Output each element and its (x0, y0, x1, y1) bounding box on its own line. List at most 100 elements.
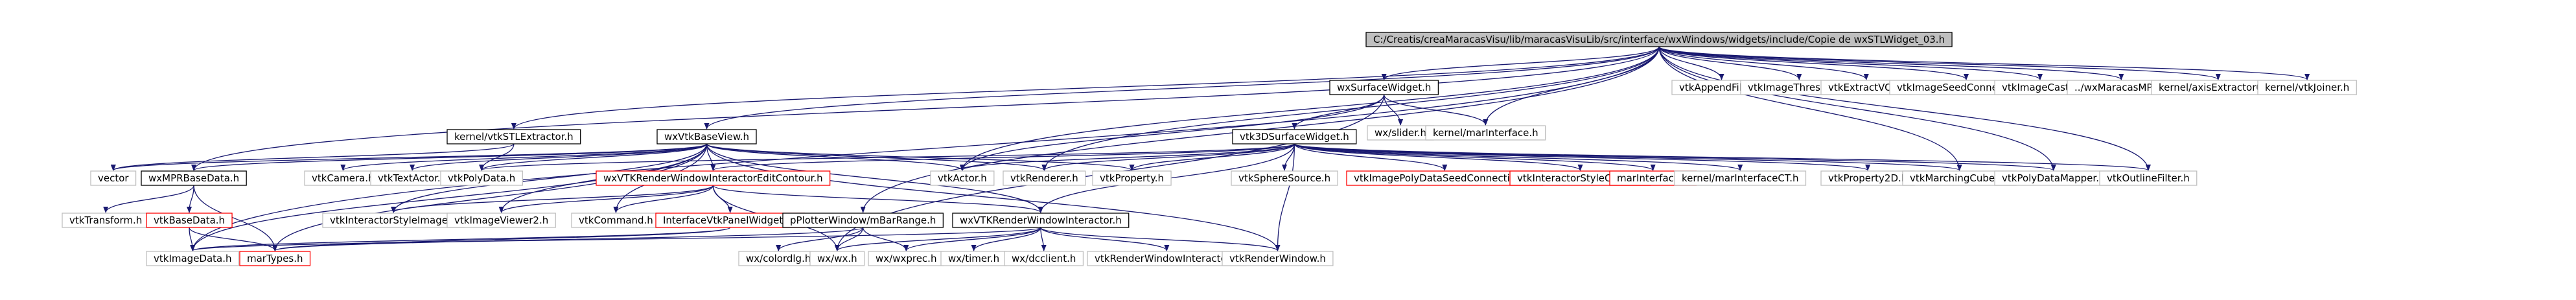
edge-root-to-wxMPRBaseData (191, 46, 1660, 171)
node-vtkinteractorstyleimage: vtkInteractorStyleImage.h (322, 213, 465, 228)
node-box (1365, 32, 1953, 47)
node-wxmprbasedata: wxMPRBaseData.h (141, 170, 247, 186)
edge-vtk3DSurfaceWidget-to-vtkActor (960, 143, 1295, 171)
node-pplotterwindow: pPlotterWindow/mBarRange.h (782, 213, 944, 228)
node-label: vtk3DSurfaceWidget.h (1240, 131, 1349, 143)
edge-wxVtkBaseView-to-vtkProperty (706, 143, 1135, 171)
edge-vtk3DSurfaceWidget-to-marInterfaceH (1294, 143, 1656, 171)
edge-vtkBaseData-to-marTypes (189, 227, 278, 251)
node-box (952, 213, 1130, 228)
node-box (596, 170, 831, 186)
nodes-layer: C:/Creatis/creaMaracasVisu/lib/maracasVi… (62, 32, 2357, 266)
edge-wxSurfaceWidget-to-wxslider (1384, 94, 1404, 126)
edge-wxMPRBaseData-to-vtkTransform (103, 185, 194, 213)
node-vtkimageviewer2: vtkImageViewer2.h (447, 213, 556, 228)
edge-wxVtkBaseView-to-vtkActor (706, 143, 965, 171)
node-label: vector (98, 172, 129, 184)
edge-InterfaceVtkPanelWidgets-to-marTypes (272, 227, 731, 251)
node-label: vtkImageCast.h (2002, 82, 2078, 93)
edge-wxVTKRenderWindowInteractor-to-wxwx (834, 227, 1041, 251)
edge-root-to-vtkActor (960, 46, 1660, 171)
node-box (1232, 129, 1357, 144)
edge-root-to-wxVtkBaseView (704, 46, 1660, 130)
edge-root-to-vtkSTLExtractor (511, 46, 1660, 130)
node-label: vtkImagePolyDataSeedConnectivity.h (1354, 172, 1536, 184)
edge-wxVtkBaseView-to-vtkCamera (340, 143, 708, 171)
edge-wxVTKRenderWindowInteractor-to-wxtimer (971, 227, 1041, 251)
node-label: vtkImageViewer2.h (454, 214, 548, 226)
edge-wxVtkBaseView-to-vtkInteractorStyleImage (391, 143, 708, 213)
node-label: vtkActor.h (938, 172, 987, 184)
node-vtkrenderwindow: vtkRenderWindow.h (1222, 251, 1334, 266)
node-box (239, 251, 311, 266)
edge-vtk3DSurfaceWidget-to-vtkRenderWindow (1275, 143, 1295, 251)
node-label: ../wxMaracasMPR.h (2074, 82, 2168, 93)
node-box (2257, 80, 2357, 95)
edge-root-to-vtkOutlineFilter (1658, 46, 2151, 171)
edge-vtk3DSurfaceWidget-to-vtkPolyData (479, 143, 1295, 171)
node-box (809, 251, 865, 266)
edge-vtkRWIEditContour-to-vtkImageViewer2 (498, 185, 714, 213)
node-wxwxprec: wx/wxprec.h (868, 251, 945, 266)
edge-root-to-wxSurfaceWidget (1381, 46, 1660, 80)
node-label: vtkRenderWindowInteractor.h (1095, 253, 1239, 264)
node-box (440, 170, 523, 186)
edge-root-to-axisExtractor02 (1658, 46, 2221, 80)
node-marinterface: kernel/marInterface.h (1425, 125, 1546, 141)
node-label: wxVtkBaseView.h (664, 131, 749, 143)
node-wxdcclient: wx/dcclient.h (1004, 251, 1084, 266)
edge-vtk3DSurfaceWidget-to-marInterfaceCT (1294, 143, 1743, 171)
node-vtkcommand: vtkCommand.h (571, 213, 661, 228)
edge-vtk3DSurfaceWidget-to-vtkRenderer (1041, 143, 1295, 171)
node-label: marInterface.h (1617, 172, 1689, 184)
node-box (1003, 170, 1086, 186)
node-label: vtkCommand.h (579, 214, 653, 226)
node-vtkrwieditcontour: wxVTKRenderWindowInteractorEditContour.h (596, 170, 831, 186)
node-label: wx/wxprec.h (876, 253, 936, 264)
node-box (1425, 125, 1546, 141)
node-box (146, 213, 233, 228)
node-label: wxVTKRenderWindowInteractor.h (960, 214, 1122, 226)
node-label: vtkTextActor.h (378, 172, 447, 184)
node-label: vtkInteractorStyleImage.h (330, 214, 457, 226)
node-box (447, 129, 581, 144)
node-box (1329, 80, 1439, 95)
edge-wxVTKRenderWindowInteractor-to-vtkRenderWindowInteractor (1040, 227, 1170, 251)
node-wxvtkrenderwindowinteractor: wxVTKRenderWindowInteractor.h (952, 213, 1130, 228)
edge-wxVtkBaseView-to-vector (111, 143, 708, 171)
node-box (146, 251, 240, 266)
edge-vtkRWIEditContour-to-vtkCommand (613, 185, 714, 213)
edge-root-to-wxMaracasMPR (1658, 46, 2124, 80)
edge-vtkRWIEditContour-to-wxVTKRenderWindowInteractor (712, 185, 1043, 213)
edge-root-to-vtkPolyDataMapper (1658, 46, 2056, 171)
node-vtkactor: vtkActor.h (930, 170, 995, 186)
node-vtkimagecast: vtkImageCast.h (1994, 80, 2086, 95)
node-vtkproperty2d: vtkProperty2D.h (1820, 170, 1915, 186)
node-box (1004, 251, 1084, 266)
node-root: C:/Creatis/creaMaracasVisu/lib/maracasVi… (1365, 32, 1953, 47)
node-wxcolordlg: wx/colordlg.h (738, 251, 819, 266)
edge-vtkSTLExtractor-to-vector (111, 143, 515, 171)
node-box (782, 213, 944, 228)
node-vtkpolydatamapper: vtkPolyDataMapper.h (1994, 170, 2113, 186)
node-wxvtkbaseview: wxVtkBaseView.h (656, 129, 757, 144)
node-label: InterfaceVtkPanelWidgets.h (663, 214, 797, 226)
node-vtkjoiner: kernel/vtkJoiner.h (2257, 80, 2357, 95)
node-label: wxMPRBaseData.h (148, 172, 239, 184)
edge-pPlotterWindow-to-marTypes (272, 227, 864, 251)
node-vtktransform: vtkTransform.h (62, 213, 150, 228)
node-martypes: marTypes.h (239, 251, 311, 266)
node-vtkproperty: vtkProperty.h (1092, 170, 1172, 186)
node-label: C:/Creatis/creaMaracasVisu/lib/maracasVi… (1373, 34, 1945, 46)
node-label: kernel/marInterface.h (1433, 127, 1538, 139)
node-label: kernel/axisExtractor02.h (2159, 82, 2278, 93)
edge-root-to-vtkImageData (190, 46, 1660, 251)
node-label: kernel/vtkSTLExtractor.h (454, 131, 574, 143)
node-box (90, 170, 137, 186)
edge-vtk3DSurfaceWidget-to-vtkImagePolyDataSeedConnectivity (1294, 143, 1448, 171)
node-vtkbasedata: vtkBaseData.h (146, 213, 233, 228)
edge-wxVtkBaseView-to-wxMPRBaseData (191, 143, 708, 171)
node-label: vtkRenderer.h (1010, 172, 1078, 184)
edge-wxVtkBaseView-to-vtkImageData (190, 143, 708, 251)
